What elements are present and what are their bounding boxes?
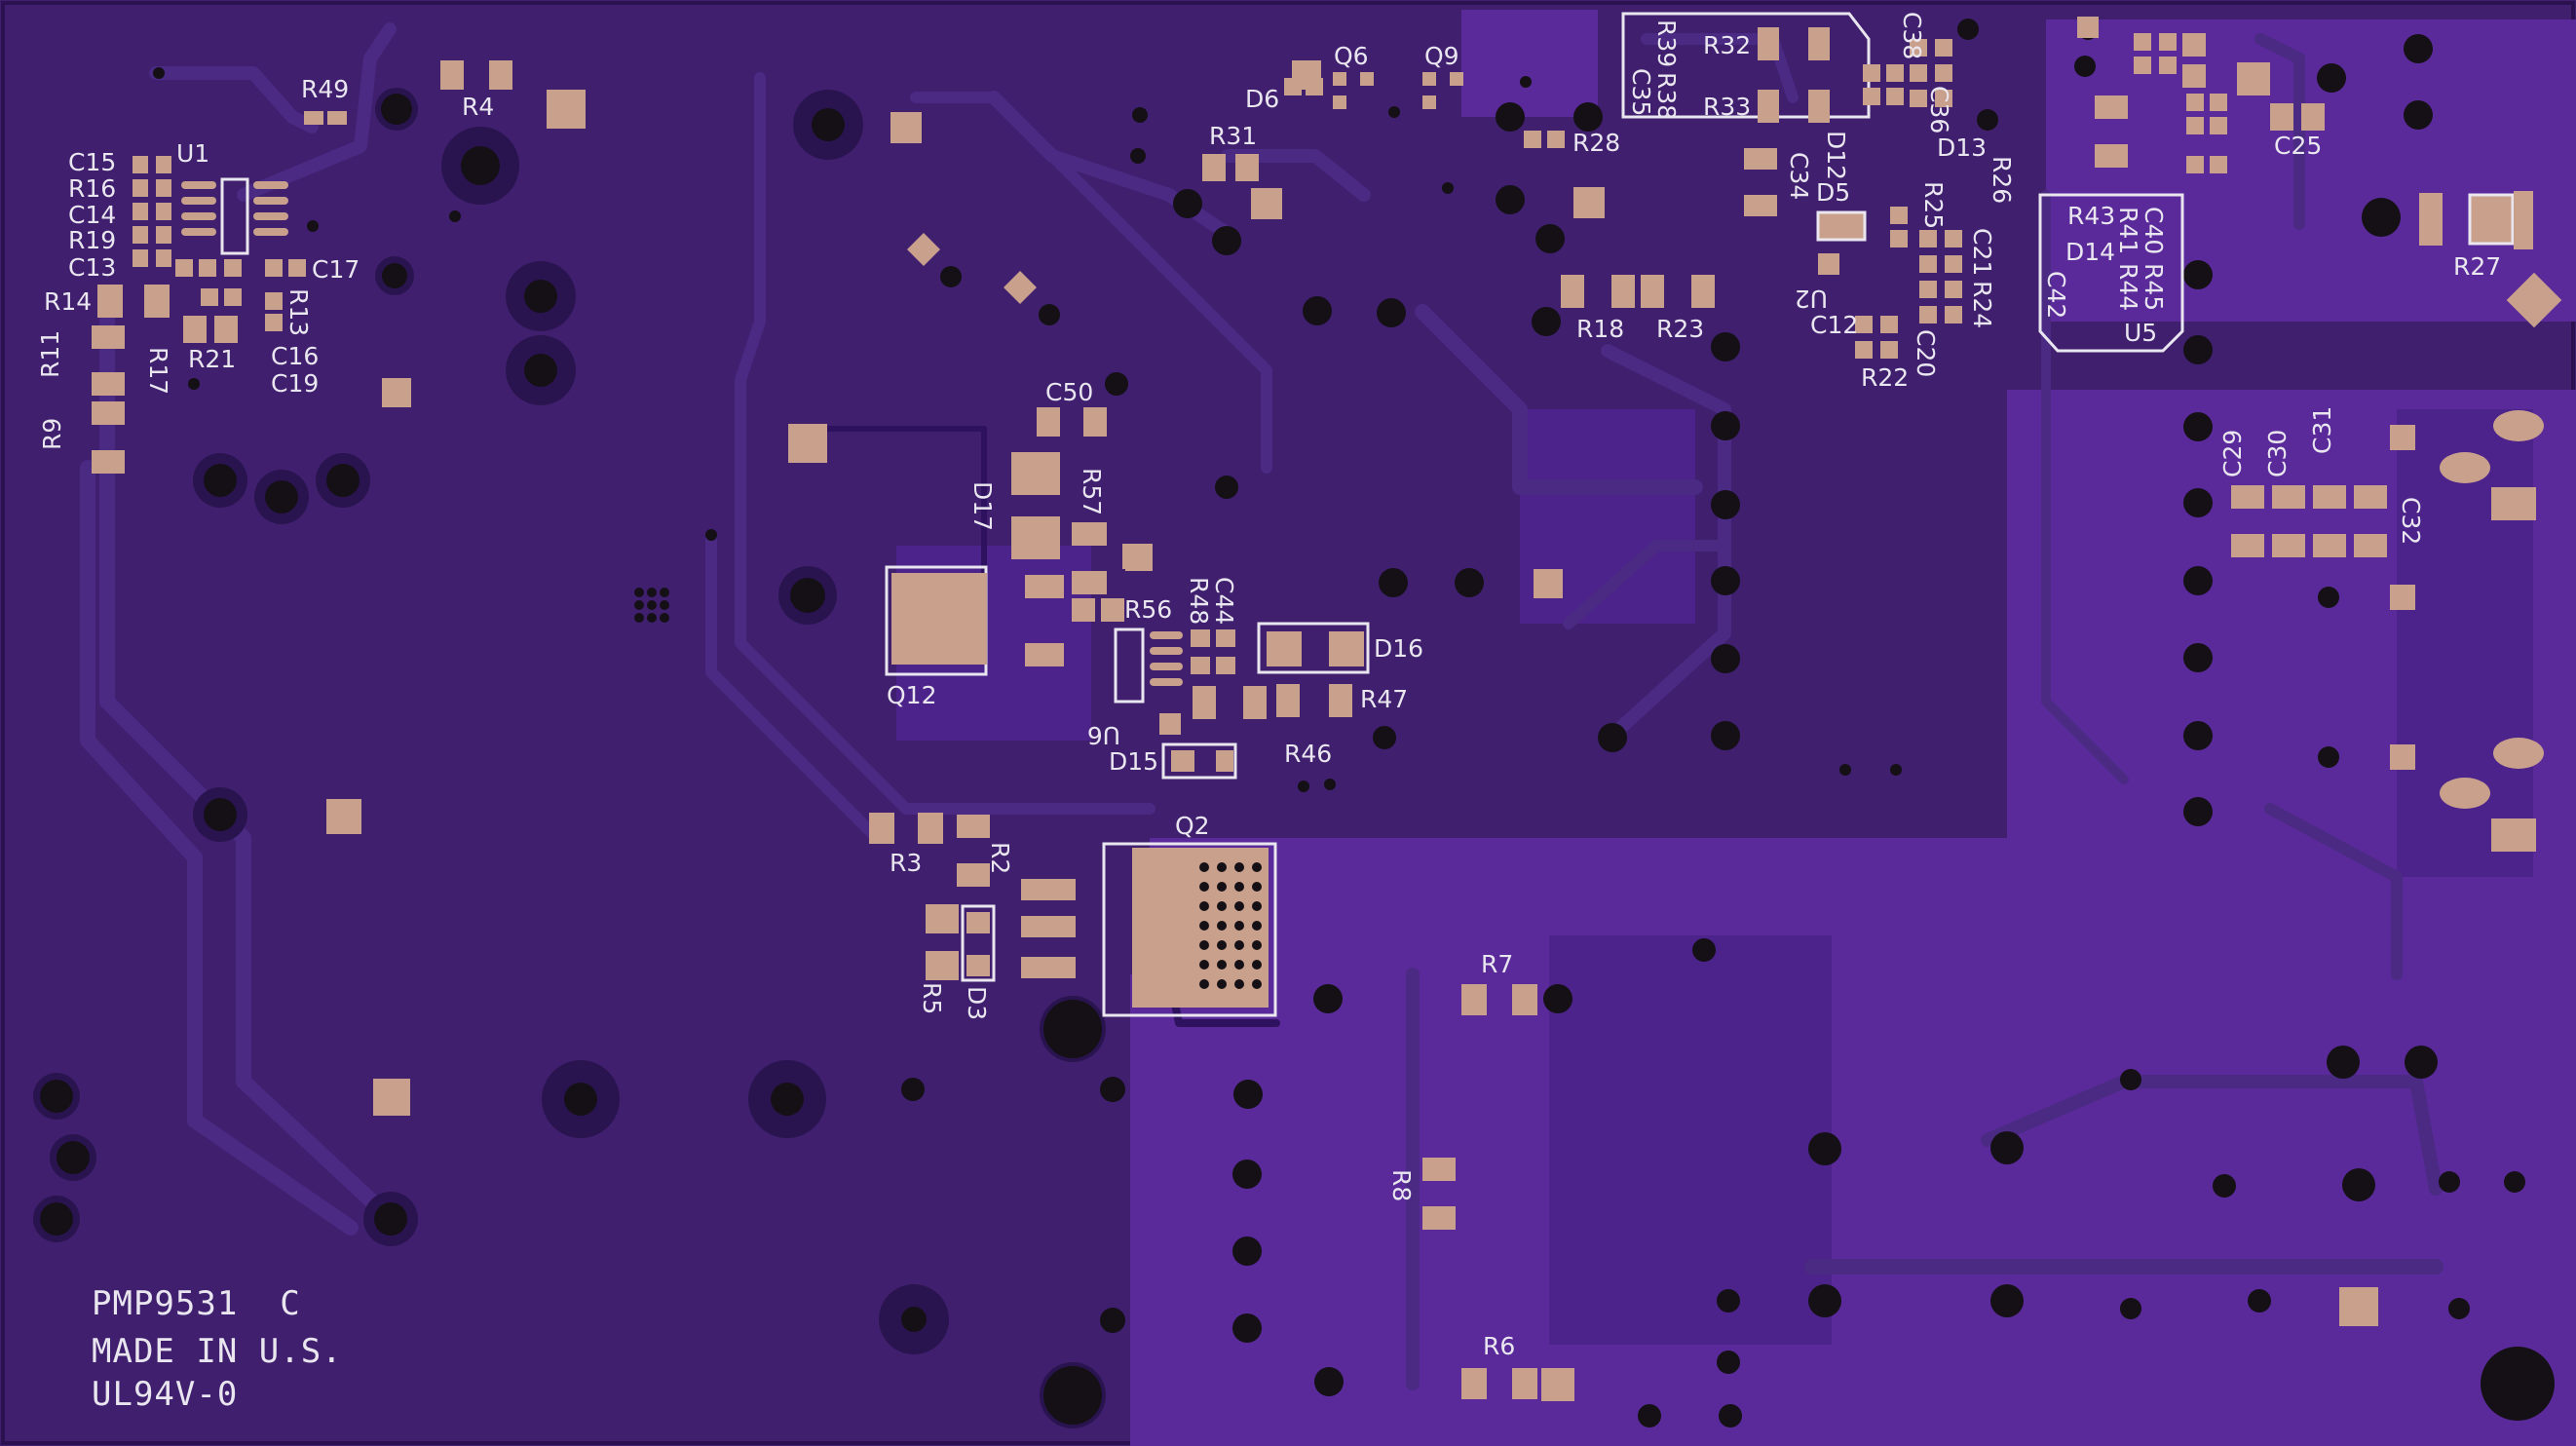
label-r23: R23 <box>1656 315 1704 343</box>
label-r7: R7 <box>1481 950 1513 978</box>
label-r4: R4 <box>462 93 494 121</box>
label-u5: U5 <box>2124 319 2157 347</box>
q2-package <box>1021 842 1277 1017</box>
label-q9: Q9 <box>1424 42 1459 70</box>
label-d3: D3 <box>963 986 991 1020</box>
label-r45: R45 <box>2140 263 2168 311</box>
label-d15: D15 <box>1109 747 1158 776</box>
label-r2: R2 <box>986 842 1014 874</box>
label-r49: R49 <box>301 75 349 103</box>
label-c42: C42 <box>2042 271 2070 319</box>
label-c35: C35 <box>1627 68 1655 116</box>
via-array <box>634 588 669 623</box>
label-r11: R11 <box>36 330 64 378</box>
label-r25: R25 <box>1919 181 1948 229</box>
label-u2: U2 <box>1795 285 1828 313</box>
label-c44: C44 <box>1210 577 1238 625</box>
label-d14: D14 <box>2065 238 2115 266</box>
label-u1: U1 <box>176 139 209 168</box>
label-r43: R43 <box>2067 202 2115 230</box>
label-c40: C40 <box>2140 207 2168 254</box>
label-c15: C15 <box>68 148 116 176</box>
smd-parts <box>92 27 2533 1399</box>
label-r8: R8 <box>1387 1169 1416 1201</box>
label-r46: R46 <box>1284 740 1332 768</box>
label-c50: C50 <box>1045 378 1093 406</box>
label-c12: C12 <box>1810 311 1858 339</box>
label-r26: R26 <box>1988 156 2016 204</box>
label-c32: C32 <box>2397 497 2425 545</box>
label-r6: R6 <box>1483 1332 1515 1360</box>
label-q6: Q6 <box>1334 42 1369 70</box>
label-c16: C16 <box>271 342 319 370</box>
label-r5: R5 <box>918 982 946 1014</box>
label-r24: R24 <box>1968 281 1996 328</box>
board-marking: PMP9531 C MADE IN U.S. UL94V-0 <box>92 1284 343 1414</box>
designators: R49 R4 U1 C15 R16 C14 R19 C13 C17 R14 R1… <box>36 12 2501 1360</box>
vias <box>33 19 2555 1428</box>
label-r41: R41 <box>2114 207 2142 254</box>
label-q12: Q12 <box>887 681 937 709</box>
label-r39: R39 <box>1652 19 1681 67</box>
copper-pours <box>896 10 2576 1446</box>
label-u6: U6 <box>1087 721 1120 749</box>
label-q2: Q2 <box>1175 812 1210 840</box>
label-r31: R31 <box>1209 122 1257 150</box>
label-r38: R38 <box>1652 72 1681 120</box>
label-r18: R18 <box>1576 315 1624 343</box>
marking-line2: MADE IN U.S. <box>92 1332 343 1371</box>
label-r48: R48 <box>1185 577 1213 625</box>
label-c31: C31 <box>2308 406 2336 454</box>
label-c38: C38 <box>1898 12 1926 59</box>
label-d6: D6 <box>1245 85 1279 113</box>
q12-package <box>885 565 1064 676</box>
u6-package <box>1114 628 1183 735</box>
label-r47: R47 <box>1360 685 1408 713</box>
label-c17: C17 <box>312 255 360 284</box>
label-r9: R9 <box>38 418 66 450</box>
label-r33: R33 <box>1703 93 1751 121</box>
label-d16: D16 <box>1374 634 1423 663</box>
label-r28: R28 <box>1572 129 1620 157</box>
label-c19: C19 <box>271 369 319 398</box>
label-d12: D12 <box>1822 131 1850 180</box>
label-d5: D5 <box>1816 178 1850 207</box>
label-r57: R57 <box>1078 468 1106 515</box>
label-r56: R56 <box>1124 595 1172 624</box>
label-r3: R3 <box>890 849 922 877</box>
label-c25: C25 <box>2274 132 2322 160</box>
label-d17: D17 <box>968 481 997 531</box>
label-r14: R14 <box>44 287 92 316</box>
u5-outline <box>2038 193 2184 353</box>
label-r22: R22 <box>1861 363 1909 392</box>
label-r27: R27 <box>2453 252 2501 281</box>
label-c21: C21 <box>1968 228 1996 276</box>
label-r17: R17 <box>144 347 172 395</box>
label-c14: C14 <box>68 201 116 229</box>
label-c29: C29 <box>2218 430 2247 477</box>
label-c34: C34 <box>1785 152 1813 200</box>
label-c30: C30 <box>2263 430 2292 477</box>
label-r13: R13 <box>284 288 313 336</box>
marking-line1: PMP9531 C <box>92 1284 301 1323</box>
label-c36: C36 <box>1925 86 1953 133</box>
label-d13: D13 <box>1937 133 1987 162</box>
square-pads <box>326 17 2562 1401</box>
marking-line3: UL94V-0 <box>92 1375 238 1414</box>
label-c13: C13 <box>68 253 116 282</box>
label-r21: R21 <box>188 345 236 373</box>
label-c20: C20 <box>1912 329 1940 377</box>
label-r16: R16 <box>68 174 116 203</box>
label-r44: R44 <box>2114 263 2142 311</box>
u1-package <box>181 177 288 255</box>
label-r32: R32 <box>1703 31 1751 59</box>
traces <box>80 22 2443 1390</box>
label-r19: R19 <box>68 226 116 254</box>
